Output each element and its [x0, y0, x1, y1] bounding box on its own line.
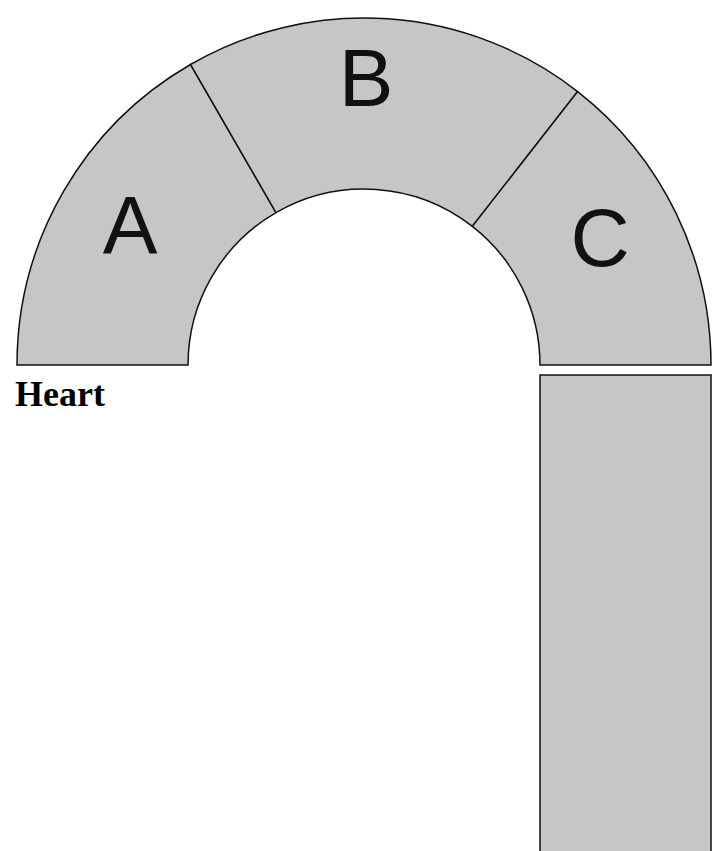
segment-letter: A: [103, 184, 158, 266]
segment-letter: C: [570, 197, 629, 279]
arch-segment: C: [470, 89, 712, 367]
segment-letter: B: [339, 37, 394, 119]
organ-label: Heart: [15, 376, 105, 412]
descending-vessel: [540, 375, 711, 851]
segment-shape: [472, 92, 711, 365]
